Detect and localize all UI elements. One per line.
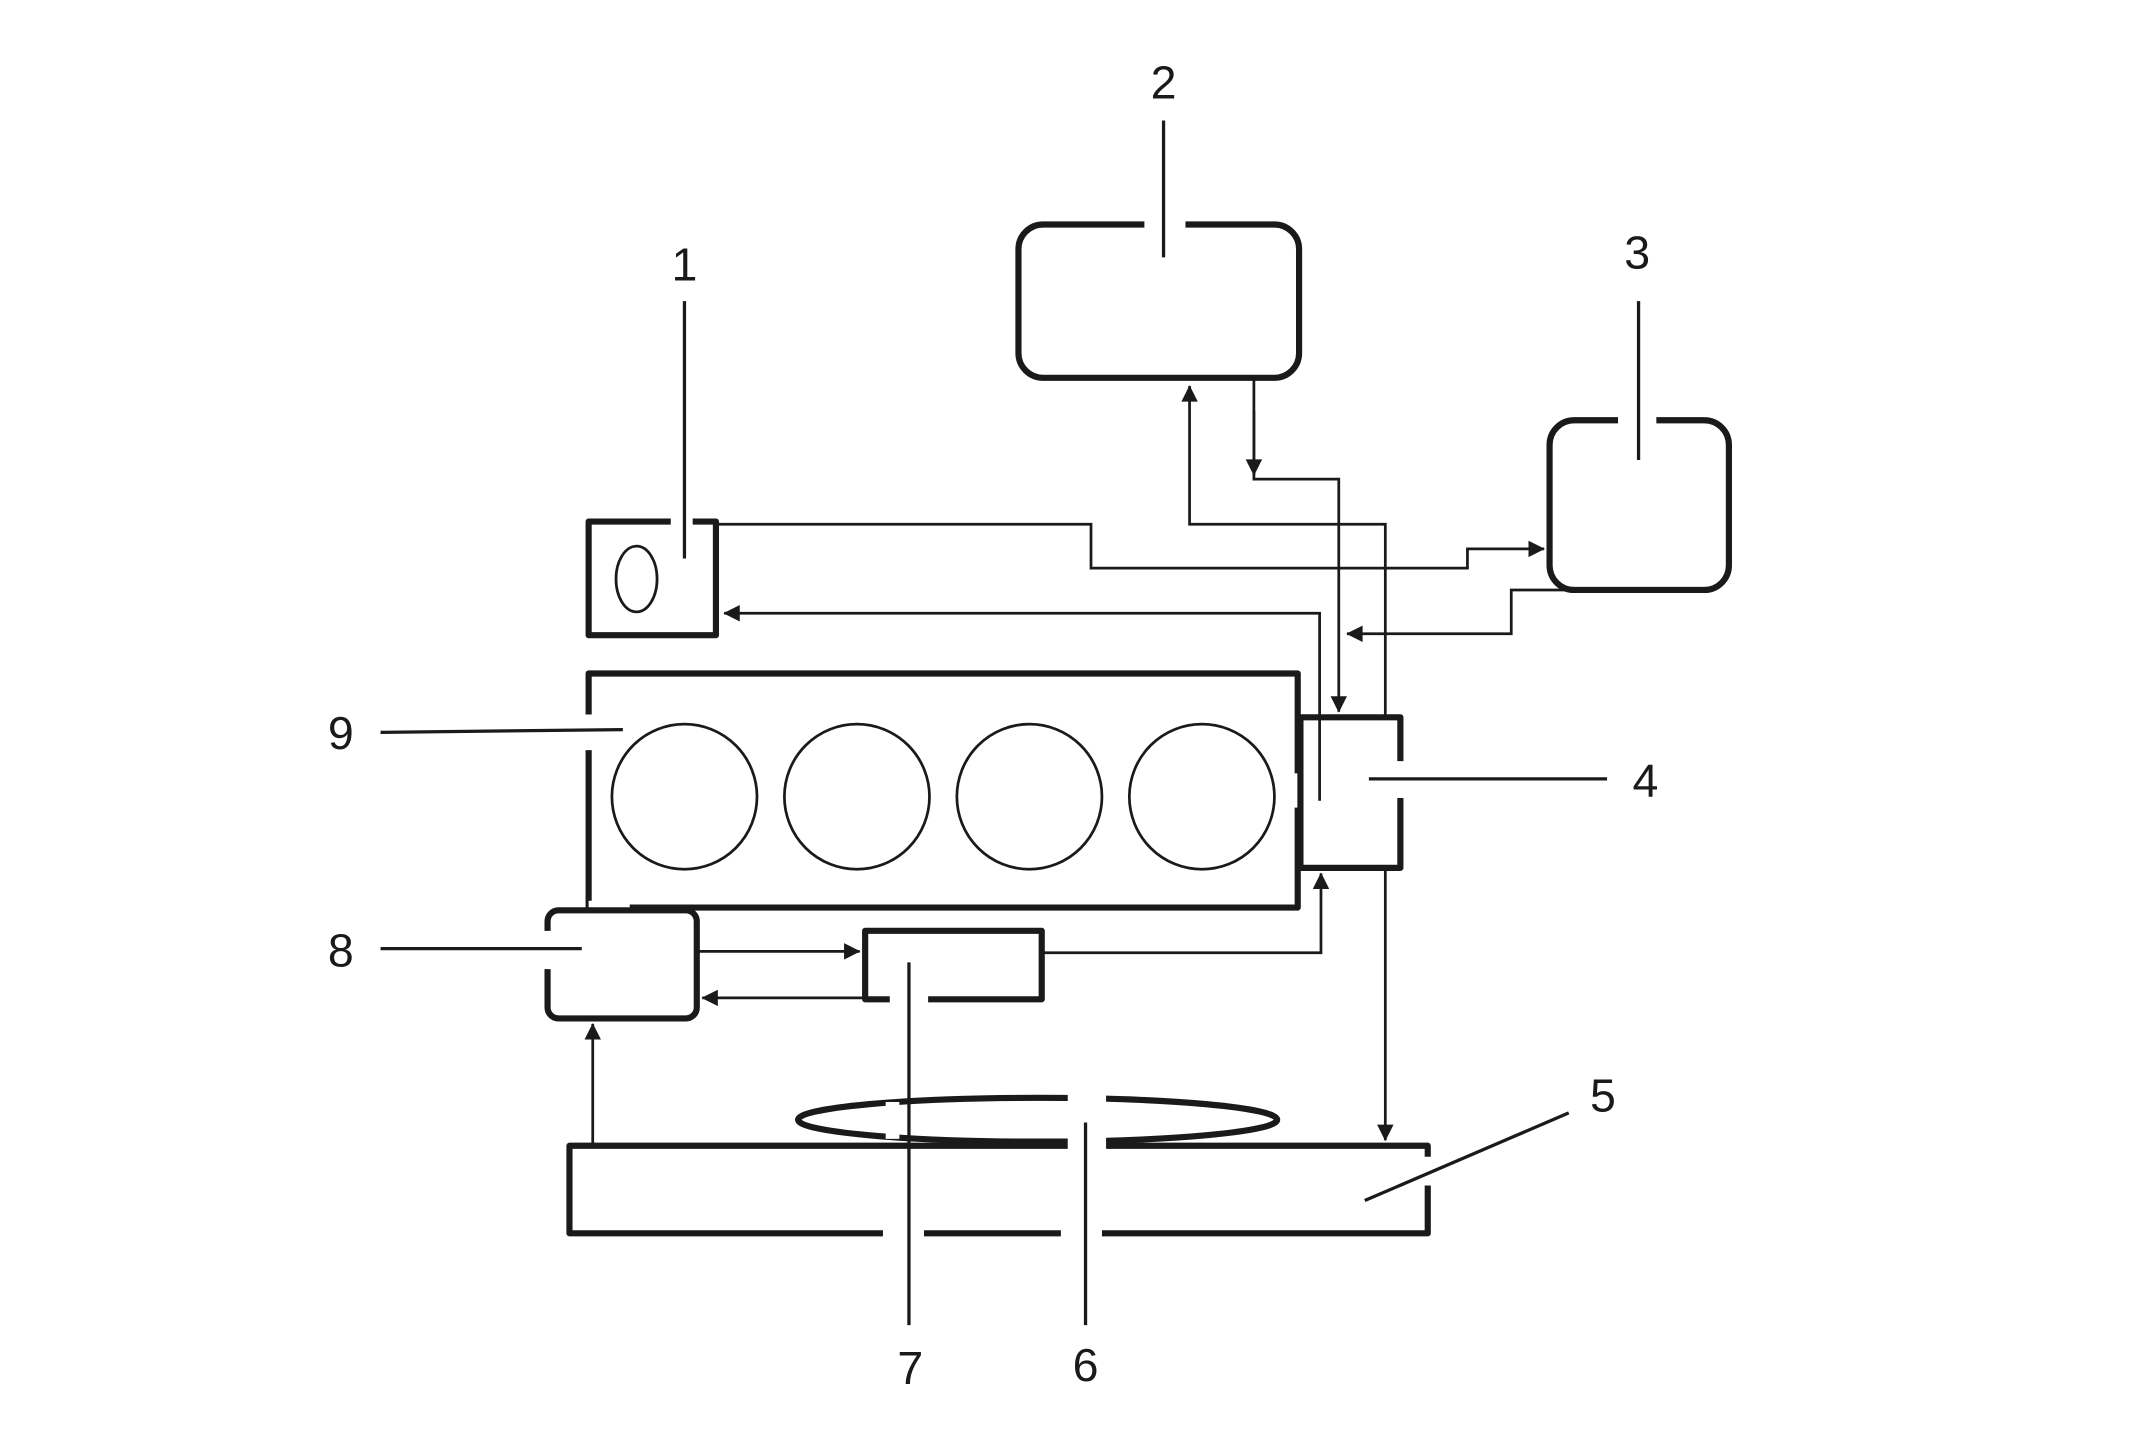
callout-8: 8 — [328, 924, 354, 976]
callout-3: 3 — [1624, 226, 1650, 278]
flow-3-to-4 — [1346, 588, 1567, 642]
cylinder-2 — [783, 722, 931, 871]
callout-1: 1 — [672, 239, 698, 291]
callout-7: 7 — [897, 1342, 923, 1394]
flow-to-2 — [1181, 385, 1387, 718]
cylinder-4 — [1127, 722, 1276, 871]
cylinder-3 — [955, 722, 1104, 871]
flow-4-to-1 — [723, 605, 1321, 801]
callout-4: 4 — [1632, 755, 1658, 807]
flow-7-to-4 — [1041, 872, 1330, 955]
component-2-box — [1015, 217, 1303, 381]
cylinder-1 — [610, 722, 759, 871]
callout-2: 2 — [1151, 57, 1177, 109]
component-4-box — [1297, 714, 1408, 871]
leader-9 — [380, 727, 623, 734]
component-1-box — [585, 514, 720, 639]
component-6-ellipse — [794, 1092, 1281, 1150]
flow-lines — [584, 380, 1567, 1146]
callout-6: 6 — [1073, 1339, 1099, 1391]
leader-5 — [1364, 1111, 1570, 1203]
callout-labels: 1 2 3 4 5 6 7 8 9 — [328, 57, 1658, 1394]
callout-5: 5 — [1590, 1070, 1616, 1122]
callout-9: 9 — [328, 707, 354, 759]
component-9-engine-block — [581, 670, 1305, 915]
component-7-box — [862, 927, 1045, 1007]
component-8-box — [540, 907, 700, 1022]
leader-lines — [380, 120, 1641, 1326]
component-5-reservoir — [566, 1142, 1435, 1241]
flow-1-to-3 — [715, 522, 1545, 570]
flow-2-to-4 — [1252, 380, 1347, 713]
